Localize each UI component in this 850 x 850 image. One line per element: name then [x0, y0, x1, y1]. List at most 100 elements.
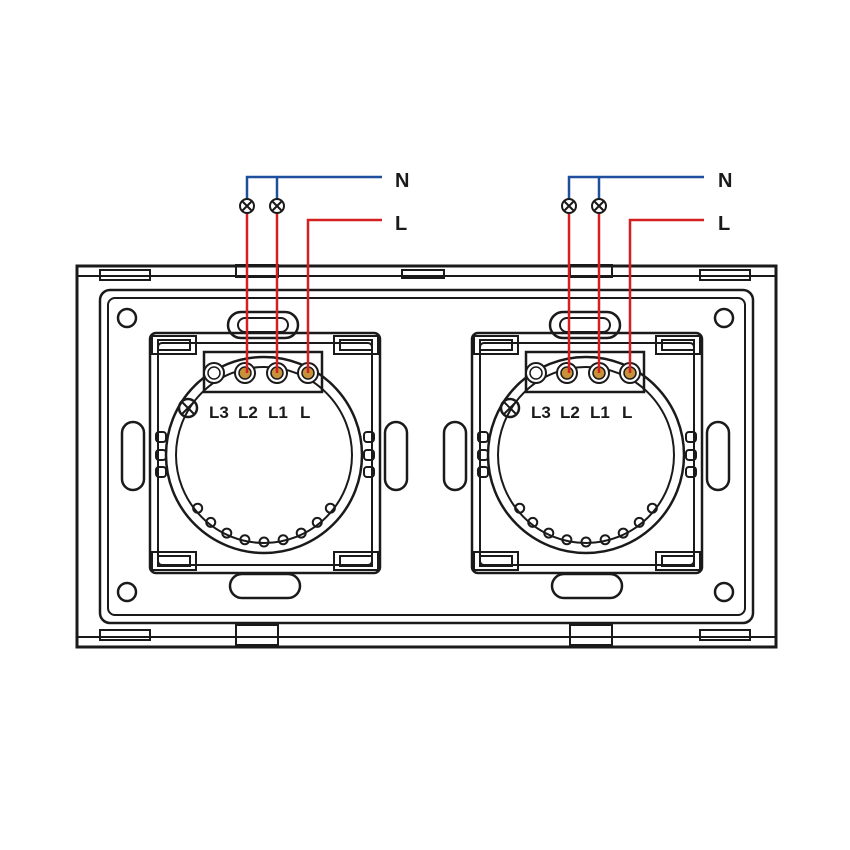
side-notch [477, 449, 489, 461]
terminal-screw-icon [203, 362, 225, 384]
terminal-label: L1 [590, 403, 610, 422]
corner-bracket [473, 551, 519, 571]
live-wire [628, 218, 704, 373]
side-notch [685, 449, 697, 461]
side-notch [685, 431, 697, 443]
terminal-label: L2 [238, 403, 258, 422]
wire-connector-icon [591, 198, 607, 214]
top-slot-inner [237, 317, 289, 333]
mount-hole [116, 581, 138, 603]
live-label-left: L [395, 213, 407, 235]
mechanism-tooth [514, 502, 526, 514]
wiring-group [561, 175, 704, 373]
mount-hole [713, 581, 735, 603]
live-wire [306, 218, 382, 373]
mechanism-tooth [221, 527, 233, 539]
mechanism-tooth [295, 527, 307, 539]
side-notch [363, 466, 375, 478]
corner-bracket-inner [479, 339, 513, 351]
terminal-label: L [622, 403, 632, 422]
adjust-screw-icon [499, 397, 521, 419]
inner-frame [98, 288, 755, 625]
corner-bracket-inner [157, 339, 191, 351]
mechanism-tooth [239, 534, 251, 546]
module-inner [479, 342, 695, 566]
terminal-label: L1 [268, 403, 288, 422]
switch-frame [75, 264, 778, 649]
terminal-label: L2 [560, 403, 580, 422]
side-slot-left [120, 420, 146, 492]
corner-bracket [333, 335, 379, 355]
outer-frame [75, 264, 778, 649]
bottom-slot [550, 572, 624, 600]
terminal-label: L3 [209, 403, 229, 422]
mechanism-tooth [580, 536, 592, 548]
mechanism-tooth [527, 516, 539, 528]
terminal-screw-icon [525, 362, 547, 384]
side-notch [155, 466, 167, 478]
terminal-label: L3 [531, 403, 551, 422]
mechanism-tooth [205, 516, 217, 528]
mount-hole [713, 307, 735, 329]
frame-clips [99, 264, 751, 646]
corner-bracket [655, 551, 701, 571]
terminal-labels-right: L3 L2 L1 L [531, 403, 632, 422]
module-inner [157, 342, 373, 566]
side-notch [363, 449, 375, 461]
side-notch [477, 431, 489, 443]
corner-bracket-inner [339, 555, 373, 567]
top-slot [548, 310, 622, 340]
corner-bracket [151, 551, 197, 571]
side-slot-right [383, 420, 409, 492]
corner-bracket-inner [339, 339, 373, 351]
mechanism-inner-ring [497, 366, 675, 544]
corner-bracket [151, 335, 197, 355]
terminal-screw-icon [234, 362, 256, 384]
mechanism-tooth [617, 527, 629, 539]
wire-connector-icon [561, 198, 577, 214]
terminal-screw-icon [556, 362, 578, 384]
corner-bracket-inner [479, 555, 513, 567]
switch-module [120, 310, 409, 600]
side-notch [155, 431, 167, 443]
side-slot-right [705, 420, 731, 492]
side-notch [363, 431, 375, 443]
neutral-label-right: N [718, 170, 732, 192]
mechanism-tooth [646, 502, 658, 514]
terminal-labels-left: L3 L2 L1 L [209, 403, 310, 422]
top-slot [226, 310, 300, 340]
wire-connector-icon [269, 198, 285, 214]
adjust-screw-icon [177, 397, 199, 419]
mechanism-tooth [633, 516, 645, 528]
live-label-right: L [718, 213, 730, 235]
mechanism-tooth [192, 502, 204, 514]
mechanism-tooth [258, 536, 270, 548]
bottom-slot [228, 572, 302, 600]
mechanism-tooth [277, 534, 289, 546]
mechanism-tooth [561, 534, 573, 546]
corner-bracket-inner [661, 555, 695, 567]
terminal-label: L [300, 403, 310, 422]
mechanism-ring [164, 355, 364, 555]
side-notch [477, 466, 489, 478]
mechanism-inner-ring [175, 366, 353, 544]
neutral-wire [245, 175, 382, 203]
corner-bracket [655, 335, 701, 355]
corner-bracket [473, 335, 519, 355]
switch-module [442, 310, 731, 600]
side-notch [155, 449, 167, 461]
corner-bracket [333, 551, 379, 571]
corner-bracket-inner [157, 555, 191, 567]
neutral-wire [567, 175, 704, 203]
top-slot-inner [559, 317, 611, 333]
mechanism-tooth [599, 534, 611, 546]
mechanism-tooth [311, 516, 323, 528]
side-slot-left [442, 420, 468, 492]
mechanism-tooth [324, 502, 336, 514]
wire-connector-icon [239, 198, 255, 214]
mechanism-tooth [543, 527, 555, 539]
wiring-group [239, 175, 382, 373]
neutral-label-left: N [395, 170, 409, 192]
side-notch [685, 466, 697, 478]
